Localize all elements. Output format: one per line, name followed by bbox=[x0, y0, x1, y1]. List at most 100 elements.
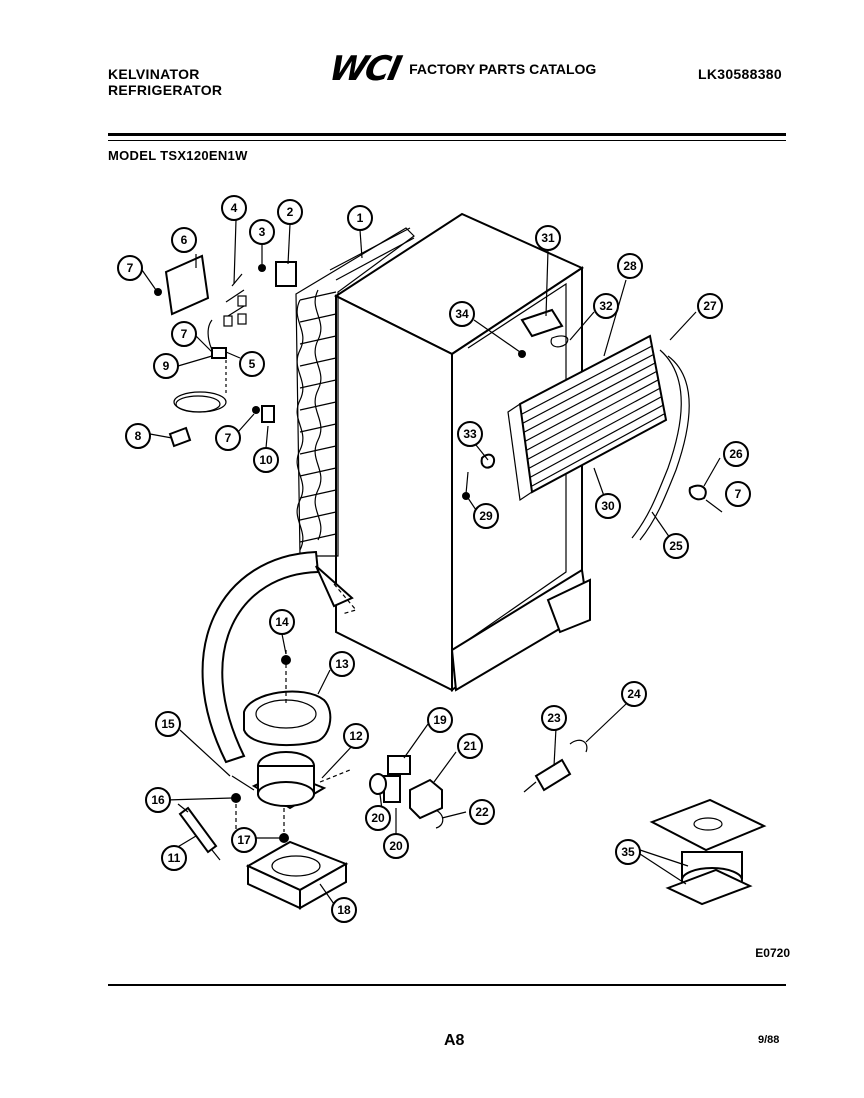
compressor-mount bbox=[245, 840, 349, 910]
relay-overload-group bbox=[369, 755, 444, 829]
svg-text:5: 5 bbox=[249, 357, 256, 371]
svg-text:23: 23 bbox=[547, 711, 561, 725]
svg-text:4: 4 bbox=[231, 201, 238, 215]
evaporator-fin bbox=[525, 370, 657, 442]
svg-text:29: 29 bbox=[479, 509, 493, 523]
condenser-tube bbox=[299, 379, 337, 389]
evaporator-fin bbox=[527, 387, 660, 460]
catalog-heading: WCI FACTORY PARTS CATALOG bbox=[326, 49, 597, 89]
evaporator-fin bbox=[529, 396, 662, 469]
product-name: REFRIGERATOR bbox=[108, 82, 223, 98]
svg-text:2: 2 bbox=[287, 205, 294, 219]
catalog-number: LK30588380 bbox=[698, 66, 782, 82]
header-rule-thin bbox=[108, 140, 786, 141]
footer-rule bbox=[108, 984, 786, 986]
callout-16: 16 bbox=[145, 787, 171, 813]
svg-text:18: 18 bbox=[337, 903, 351, 917]
drain-tube bbox=[201, 550, 358, 764]
evaporator-fin bbox=[521, 345, 653, 415]
svg-text:25: 25 bbox=[669, 539, 683, 553]
condenser-coil bbox=[295, 227, 415, 557]
condenser-tube bbox=[299, 291, 337, 301]
callout-14: 14 bbox=[269, 609, 295, 635]
callout-21: 21 bbox=[457, 733, 483, 759]
callout-33: 33 bbox=[457, 421, 483, 447]
evaporator-fin bbox=[531, 413, 665, 487]
condenser-tube bbox=[299, 313, 337, 323]
compressor bbox=[231, 751, 351, 843]
condenser-tube bbox=[299, 467, 337, 477]
svg-text:31: 31 bbox=[541, 231, 555, 245]
callout-20: 20 bbox=[365, 805, 391, 831]
callout-31: 31 bbox=[535, 225, 561, 251]
callout-24: 24 bbox=[621, 681, 647, 707]
callout-7: 7 bbox=[215, 425, 241, 451]
condenser-tube bbox=[299, 489, 337, 499]
callout-2: 2 bbox=[277, 199, 303, 225]
callout-23: 23 bbox=[541, 705, 567, 731]
condenser-tube bbox=[299, 401, 337, 411]
filter-dryer bbox=[177, 803, 221, 861]
svg-text:7: 7 bbox=[735, 487, 742, 501]
callout-32: 32 bbox=[593, 293, 619, 319]
diagram-code: E0720 bbox=[755, 946, 790, 960]
callout-12: 12 bbox=[343, 723, 369, 749]
svg-text:20: 20 bbox=[389, 839, 403, 853]
drain-pan bbox=[243, 650, 332, 747]
svg-text:21: 21 bbox=[463, 739, 477, 753]
capacitor-clamp bbox=[569, 739, 588, 753]
condenser-tube bbox=[299, 335, 337, 345]
callout-18: 18 bbox=[331, 897, 357, 923]
callout-17: 17 bbox=[231, 827, 257, 853]
svg-text:20: 20 bbox=[371, 811, 385, 825]
svg-text:26: 26 bbox=[729, 447, 743, 461]
callout-30: 30 bbox=[595, 493, 621, 519]
header-rule bbox=[108, 133, 786, 136]
callout-1: 1 bbox=[347, 205, 373, 231]
condenser-tube bbox=[299, 533, 337, 543]
condenser-tube bbox=[299, 423, 337, 433]
evaporator-fin bbox=[524, 362, 656, 433]
callout-5: 5 bbox=[239, 351, 265, 377]
svg-text:15: 15 bbox=[161, 717, 175, 731]
svg-text:6: 6 bbox=[181, 233, 188, 247]
svg-text:7: 7 bbox=[225, 431, 232, 445]
callout-29: 29 bbox=[473, 503, 499, 529]
replacement-compressor bbox=[649, 798, 767, 906]
condenser-tube bbox=[299, 445, 337, 455]
svg-text:19: 19 bbox=[433, 713, 447, 727]
callout-7: 7 bbox=[117, 255, 143, 281]
callout-10: 10 bbox=[253, 447, 279, 473]
svg-text:1: 1 bbox=[357, 211, 364, 225]
start-capacitor bbox=[523, 758, 572, 793]
svg-text:30: 30 bbox=[601, 499, 615, 513]
callout-22: 22 bbox=[469, 799, 495, 825]
callout-4: 4 bbox=[221, 195, 247, 221]
callout-34: 34 bbox=[449, 301, 475, 327]
svg-text:24: 24 bbox=[627, 687, 641, 701]
evaporator-fin bbox=[526, 379, 659, 451]
callout-20: 20 bbox=[383, 833, 409, 859]
control-parts-left bbox=[154, 254, 297, 448]
svg-text:10: 10 bbox=[259, 453, 273, 467]
svg-text:13: 13 bbox=[335, 657, 349, 671]
svg-text:11: 11 bbox=[168, 851, 181, 865]
callout-35: 35 bbox=[615, 839, 641, 865]
evaporator-fins bbox=[521, 345, 665, 487]
callout-28: 28 bbox=[617, 253, 643, 279]
callout-19: 19 bbox=[427, 707, 453, 733]
evaporator-coil bbox=[507, 334, 690, 541]
svg-text:8: 8 bbox=[135, 429, 142, 443]
callout-15: 15 bbox=[155, 711, 181, 737]
callout-13: 13 bbox=[329, 651, 355, 677]
svg-text:12: 12 bbox=[349, 729, 363, 743]
callout-7: 7 bbox=[725, 481, 751, 507]
svg-text:35: 35 bbox=[621, 845, 635, 859]
callout-25: 25 bbox=[663, 533, 689, 559]
control-parts-right bbox=[462, 308, 723, 513]
svg-text:33: 33 bbox=[463, 427, 477, 441]
svg-text:7: 7 bbox=[181, 327, 188, 341]
svg-text:9: 9 bbox=[163, 359, 170, 373]
svg-text:3: 3 bbox=[259, 225, 266, 239]
